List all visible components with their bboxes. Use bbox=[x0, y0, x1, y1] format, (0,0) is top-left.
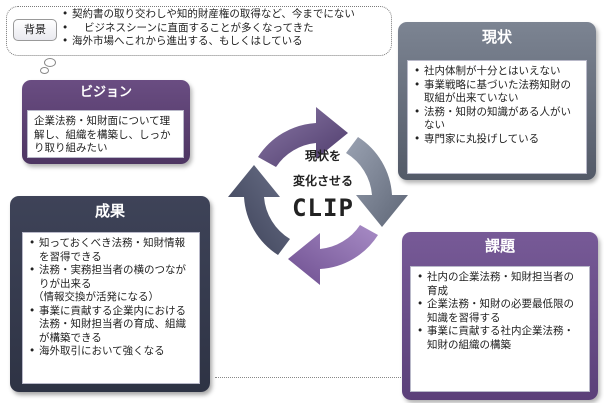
background-item: 契約書の取り交わしや知的財産権の取得など、今までにない bbox=[62, 8, 392, 22]
result-card: 成果 知っておくべき法務・知財情報を習得できる 法務・実務担当者の横のつながりが… bbox=[10, 196, 210, 392]
cycle-arrow-left bbox=[228, 165, 290, 255]
vision-text: 企業法務・知財面について理解し、組織を構築し、しっかり取り組みたい bbox=[27, 110, 184, 158]
vision-title: ビジョン bbox=[79, 85, 132, 100]
result-title: 成果 bbox=[94, 202, 125, 220]
result-item: 法務・実務担当者の横のつながりが出来る bbox=[29, 264, 193, 291]
result-item: 海外取引において強くなる bbox=[29, 345, 193, 359]
cycle-arrow-right bbox=[346, 137, 408, 227]
connector-line bbox=[215, 377, 401, 378]
current-item: 事業戦略に基づいた法務知財の取組が出来ていない bbox=[414, 79, 580, 106]
current-item: 社内体制が十分とはいえない bbox=[414, 65, 580, 79]
center-line2: 変化させる bbox=[292, 174, 353, 188]
background-item: 海外市場へこれから進出する、もしくはしている bbox=[62, 35, 392, 49]
background-list: 契約書の取り交わしや知的財産権の取得など、今までにない ビジネスシーンに直面する… bbox=[62, 8, 392, 49]
vision-card: ビジョン 企業法務・知財面について理解し、組織を構築し、しっかり取り組みたい bbox=[22, 80, 190, 164]
issue-item: 企業法務・知財の必要最低限の知識を習得する bbox=[417, 298, 583, 325]
current-card: 現状 社内体制が十分とはいえない 事業戦略に基づいた法務知財の取組が出来ていない… bbox=[398, 22, 596, 180]
issue-title: 課題 bbox=[484, 237, 515, 255]
current-title: 現状 bbox=[481, 28, 512, 46]
current-item: 専門家に丸投げしている bbox=[414, 133, 580, 147]
result-item: 知っておくべき法務・知財情報を習得できる bbox=[29, 237, 193, 264]
cycle-arrows bbox=[228, 107, 408, 285]
issue-item: 社内の企業法務・知財担当者の育成 bbox=[417, 271, 583, 298]
result-item-note: （情報交換が活発になる） bbox=[33, 291, 159, 303]
issue-item: 事業に貢献する社内企業法務・知財の組織の構築 bbox=[417, 325, 583, 352]
cycle-arrow-top bbox=[258, 107, 348, 167]
background-item: ビジネスシーンに直面することが多くなってきた bbox=[62, 22, 392, 36]
result-list: 知っておくべき法務・知財情報を習得できる 法務・実務担当者の横のつながりが出来る… bbox=[22, 232, 200, 384]
current-item: 法務・知財の知識がある人がいない bbox=[414, 106, 580, 133]
result-item: 事業に貢献する企業内における法務・知財担当者の育成、組織が構築できる bbox=[29, 305, 193, 346]
issue-list: 社内の企業法務・知財担当者の育成 企業法務・知財の必要最低限の知識を習得する 事… bbox=[410, 266, 590, 392]
center-line1: 現状を bbox=[304, 149, 341, 163]
center-title: CLIP bbox=[292, 194, 354, 222]
cycle-center: 現状を 変化させる CLIP bbox=[258, 148, 388, 222]
issue-card: 課題 社内の企業法務・知財担当者の育成 企業法務・知財の必要最低限の知識を習得す… bbox=[402, 232, 598, 400]
background-label: 背景 bbox=[13, 19, 57, 41]
current-list: 社内体制が十分とはいえない 事業戦略に基づいた法務知財の取組が出来ていない 法務… bbox=[407, 60, 587, 174]
cycle-arrow-bottom bbox=[288, 225, 378, 285]
